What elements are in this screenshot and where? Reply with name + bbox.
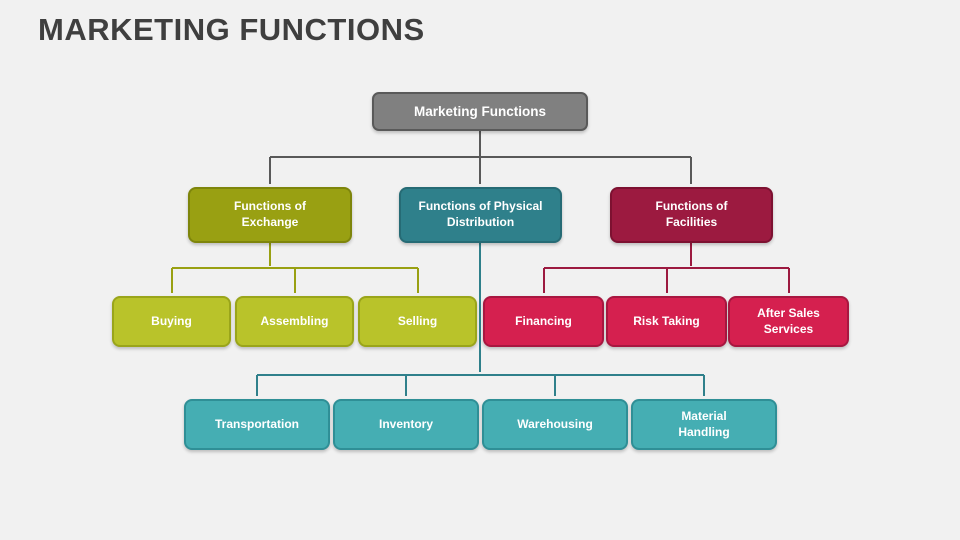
node-transportation: Transportation — [184, 399, 330, 450]
connector-physical-children — [256, 243, 705, 396]
slide-title: MARKETING FUNCTIONS — [38, 12, 425, 47]
node-functions-of-facilities: Functions of Facilities — [610, 187, 773, 243]
node-buying: Buying — [112, 296, 231, 347]
node-selling: Selling — [358, 296, 477, 347]
node-assembling: Assembling — [235, 296, 354, 347]
node-warehousing: Warehousing — [482, 399, 628, 450]
node-inventory: Inventory — [333, 399, 479, 450]
node-functions-of-exchange: Functions of Exchange — [188, 187, 352, 243]
connector-facilities-children — [543, 243, 790, 293]
node-material-handling: Material Handling — [631, 399, 777, 450]
node-risk-taking: Risk Taking — [606, 296, 727, 347]
node-financing: Financing — [483, 296, 604, 347]
node-after-sales-services: After Sales Services — [728, 296, 849, 347]
node-functions-of-physical-distribution: Functions of Physical Distribution — [399, 187, 562, 243]
node-marketing-functions: Marketing Functions — [372, 92, 588, 131]
connector-root-to-level2 — [269, 131, 692, 184]
connector-exchange-children — [171, 243, 419, 293]
